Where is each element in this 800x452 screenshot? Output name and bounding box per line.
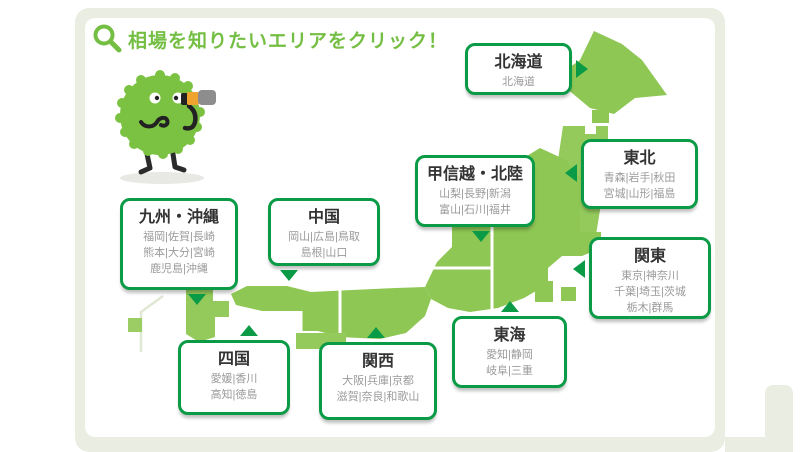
- region-title: 甲信越・北陸: [426, 166, 523, 183]
- region-title: 九州・沖縄: [138, 209, 219, 226]
- prefecture-list-line: 熊本|大分|宮崎: [143, 247, 215, 260]
- prefecture-list-line: 山梨|長野|新潟: [439, 188, 511, 201]
- pointer-triangle: [187, 294, 206, 305]
- suumo-mascot-character: [115, 70, 216, 184]
- search-icon: [93, 24, 122, 53]
- pointer-triangle: [576, 60, 588, 78]
- telescope-icon: [181, 93, 188, 105]
- prefecture-list-line: 北海道: [502, 76, 535, 89]
- region-button-kyushu-okinawa[interactable]: 九州・沖縄 福岡|佐賀|長崎 熊本|大分|宮崎 鹿児島|沖縄: [120, 198, 238, 305]
- prefecture-list-line: 大阪|兵庫|京都: [342, 375, 414, 388]
- prefecture-list-line: 青森|岩手|秋田: [603, 172, 676, 185]
- prefecture-list-line: 福岡|佐賀|長崎: [143, 231, 215, 244]
- pointer-triangle: [239, 325, 258, 336]
- prefecture-list-line: 島根|山口: [300, 247, 348, 260]
- pointer-triangle: [471, 231, 490, 242]
- region-button-koshinetsu-hokuriku[interactable]: 甲信越・北陸 山梨|長野|新潟 富山|石川|福井: [415, 155, 535, 242]
- arm: [182, 103, 198, 131]
- pointer-triangle: [500, 301, 519, 312]
- mustache-mouth: [139, 115, 170, 129]
- region-title: 東北: [623, 150, 656, 167]
- adjacent-frame-piece: [725, 437, 793, 452]
- prefecture-list-line: 高知|徳島: [210, 389, 258, 402]
- pointer-triangle: [565, 164, 577, 182]
- prefecture-list-line: 滋賀|奈良|和歌山: [336, 391, 420, 404]
- region-title: 中国: [307, 209, 340, 226]
- region-button-tohoku[interactable]: 東北 青森|岩手|秋田 宮城|山形|福島: [565, 139, 698, 209]
- pointer-triangle: [280, 270, 298, 281]
- region-button-chugoku[interactable]: 中国 岡山|広島|鳥取 島根|山口: [268, 198, 380, 281]
- prefecture-list-line: 岐阜|三重: [486, 365, 533, 378]
- prefecture-list-line: 愛知|静岡: [486, 349, 533, 362]
- prefecture-list-line: 富山|石川|福井: [439, 204, 511, 217]
- region-title: 関西: [361, 353, 394, 370]
- region-button-shikoku[interactable]: 四国 愛媛|香川 高知|徳島: [178, 325, 290, 415]
- prefecture-list-line: 宮城|山形|福島: [603, 188, 676, 201]
- prefecture-list-line: 岡山|広島|鳥取: [288, 231, 360, 244]
- prefecture-list-line: 東京|神奈川: [621, 270, 679, 283]
- region-button-tokai[interactable]: 東海 愛知|静岡 岐阜|三重: [452, 301, 567, 388]
- prefecture-list-line: 栃木|群馬: [626, 302, 674, 315]
- region-title: 北海道: [494, 54, 543, 71]
- prefecture-list-line: 鹿児島|沖縄: [150, 263, 208, 276]
- region-title: 四国: [217, 351, 250, 368]
- region-button-hokkaido[interactable]: 北海道 北海道: [465, 43, 588, 95]
- prefecture-list-line: 千葉|埼玉|茨城: [614, 286, 686, 299]
- page-title: 相場を知りたいエリアをクリック！: [128, 31, 449, 52]
- pointer-triangle: [573, 260, 585, 278]
- pointer-triangle: [366, 327, 385, 338]
- region-button-kansai[interactable]: 関西 大阪|兵庫|京都 滋賀|奈良|和歌山: [319, 327, 437, 420]
- region-title: 東海: [493, 327, 526, 344]
- region-button-kanto[interactable]: 関東 東京|神奈川 千葉|埼玉|茨城 栃木|群馬: [573, 237, 711, 319]
- prefecture-list-line: 愛媛|香川: [210, 373, 258, 386]
- region-title: 関東: [633, 248, 666, 265]
